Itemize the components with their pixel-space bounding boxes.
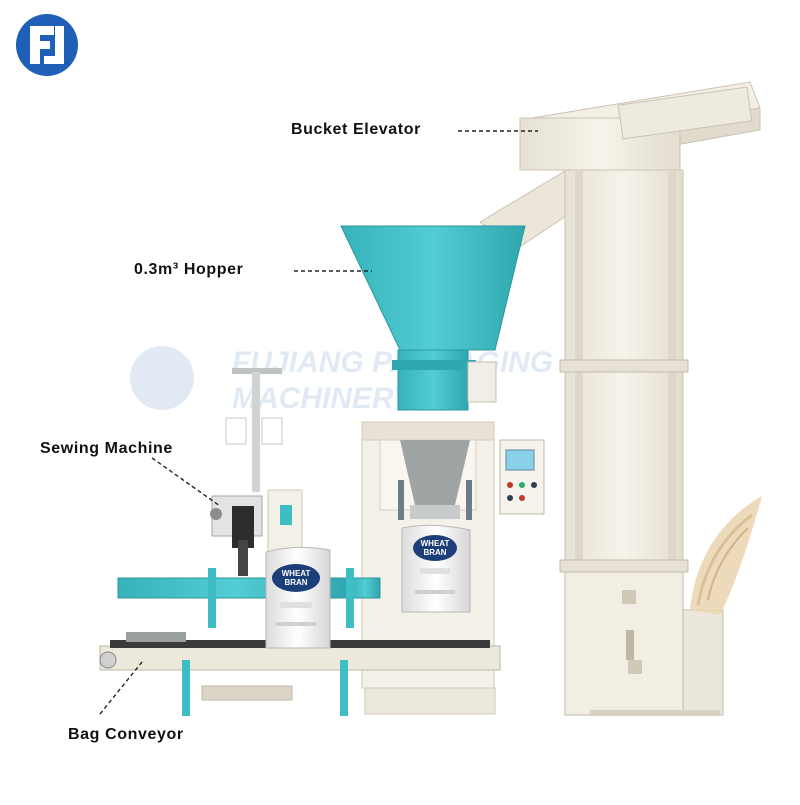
bag-rear-label-1: WHEAT bbox=[421, 539, 450, 548]
bag-front-label-2: BRAN bbox=[284, 578, 307, 587]
leader-sewing-machine bbox=[151, 457, 221, 507]
watermark: FUJIANG PACKAGING MACHINERY bbox=[130, 346, 553, 415]
grain-pile bbox=[690, 496, 762, 615]
watermark-line-2: MACHINERY bbox=[232, 382, 416, 415]
label-bucket-elevator: Bucket Elevator bbox=[291, 121, 421, 138]
company-logo-icon bbox=[16, 14, 78, 76]
label-bag-conveyor: Bag Conveyor bbox=[68, 726, 184, 743]
control-panel bbox=[499, 439, 545, 515]
bag-front-label-1: WHEAT bbox=[282, 569, 311, 578]
bag-rear: WHEAT BRAN bbox=[401, 524, 471, 613]
label-sewing-machine: Sewing Machine bbox=[40, 440, 173, 457]
bucket-elevator bbox=[479, 81, 761, 716]
callout-leaders bbox=[99, 130, 538, 715]
bag-front: WHEAT BRAN bbox=[265, 546, 331, 649]
filling-spout bbox=[398, 440, 472, 520]
bag-rear-label-2: BRAN bbox=[423, 548, 446, 557]
label-hopper: 0.3m³ Hopper bbox=[134, 261, 244, 278]
hopper bbox=[340, 225, 526, 411]
